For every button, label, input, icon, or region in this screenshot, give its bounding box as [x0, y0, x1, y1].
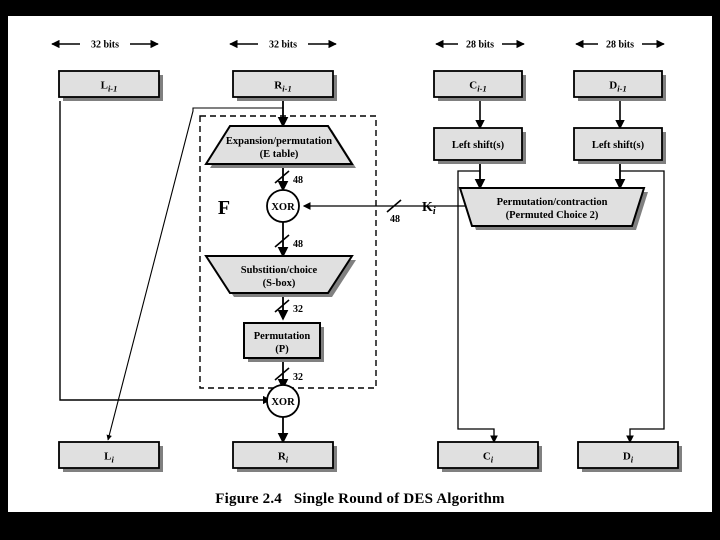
box-l-next-label: Li [104, 451, 114, 465]
box-r-prev[interactable]: Ri-1 [232, 70, 337, 101]
caption-number: Figure 2.4 [215, 491, 282, 507]
bitwidth-after-permutation: 32 [274, 367, 303, 383]
bitwidth-after-expansion: 48 [274, 170, 303, 186]
left-shift-c-label: Left shift(s) [452, 140, 505, 151]
xor-outer[interactable]: XOR [266, 384, 300, 418]
shape-sbox[interactable]: Substition/choice (S-box) [204, 255, 356, 297]
permutation-label-line2: (P) [275, 344, 289, 355]
box-l-prev-label: Li-1 [101, 80, 118, 94]
caption-title: Single Round of DES Algorithm [294, 491, 505, 507]
bitwidth-after-xor-label: 48 [293, 239, 303, 250]
bitwidth-subkey: 48 [386, 199, 402, 225]
subkey-label: Ki [422, 200, 436, 217]
expansion-label-line2: (E table) [260, 149, 299, 160]
box-r-next[interactable]: Ri [232, 441, 337, 472]
box-r-next-label: Ri [278, 451, 289, 465]
box-r-prev-label: Ri-1 [274, 80, 291, 94]
box-d-next-label: Di [623, 451, 634, 465]
box-c-prev-label: Ci-1 [469, 80, 486, 94]
left-shift-d-label: Left shift(s) [592, 140, 645, 151]
box-left-shift-d[interactable]: Left shift(s) [573, 127, 666, 164]
box-d-next[interactable]: Di [577, 441, 682, 472]
width-measure-c: 28 bits [435, 40, 525, 51]
width-label-d: 28 bits [606, 40, 634, 51]
f-function-label: F [218, 197, 230, 219]
shape-expansion-permutation[interactable]: Expansion/permutation (E table) [204, 125, 356, 168]
wire-leftshift-d-to-dnext [620, 170, 665, 444]
wire-leftshift-c-to-cnext [457, 170, 498, 444]
sbox-label-line2: (S-box) [263, 278, 296, 289]
bitwidth-after-permutation-label: 32 [293, 372, 303, 383]
bitwidth-after-sbox: 32 [274, 299, 303, 315]
bitwidth-after-sbox-label: 32 [293, 304, 303, 315]
permutation-label-line1: Permutation [254, 331, 311, 342]
width-label-left: 32 bits [91, 40, 119, 51]
box-l-prev[interactable]: Li-1 [58, 70, 163, 101]
wire-lprev-to-xor [59, 101, 272, 405]
expansion-label-line1: Expansion/permutation [226, 136, 332, 147]
width-label-right: 32 bits [269, 40, 297, 51]
xor-outer-label: XOR [271, 397, 295, 408]
box-left-shift-c[interactable]: Left shift(s) [433, 127, 526, 164]
box-c-prev[interactable]: Ci-1 [433, 70, 526, 101]
width-measure-left: 32 bits [51, 40, 159, 51]
box-l-next[interactable]: Li [58, 441, 163, 472]
box-d-prev-label: Di-1 [609, 80, 626, 94]
width-measure-right: 32 bits [229, 40, 337, 51]
pc2-label-line1: Permutation/contraction [497, 197, 608, 208]
shape-pc2[interactable]: Permutation/contraction (Permuted Choice… [458, 187, 648, 230]
xor-inner-label: XOR [271, 202, 295, 213]
width-label-c: 28 bits [466, 40, 494, 51]
shape-permutation[interactable]: Permutation (P) [243, 322, 324, 362]
xor-inner[interactable]: XOR [266, 189, 300, 223]
box-c-next-label: Ci [483, 451, 494, 465]
box-d-prev[interactable]: Di-1 [573, 70, 666, 101]
caption-text: Figure 2.4 Single Round of DES Algorithm [215, 491, 505, 507]
des-round-diagram: 32 bits 32 bits 28 bits 28 bits [51, 40, 682, 507]
figure-caption: Figure 2.4 Single Round of DES Algorithm [215, 491, 505, 507]
box-c-next[interactable]: Ci [437, 441, 542, 472]
bitwidth-subkey-label: 48 [390, 214, 400, 225]
width-measure-d: 28 bits [575, 40, 665, 51]
sbox-label-line1: Substition/choice [241, 265, 318, 276]
bitwidth-after-xor: 48 [274, 234, 303, 250]
figure-canvas: 32 bits 32 bits 28 bits 28 bits [8, 16, 712, 512]
bitwidth-after-expansion-label: 48 [293, 175, 303, 186]
pc2-label-line2: (Permuted Choice 2) [506, 210, 599, 221]
